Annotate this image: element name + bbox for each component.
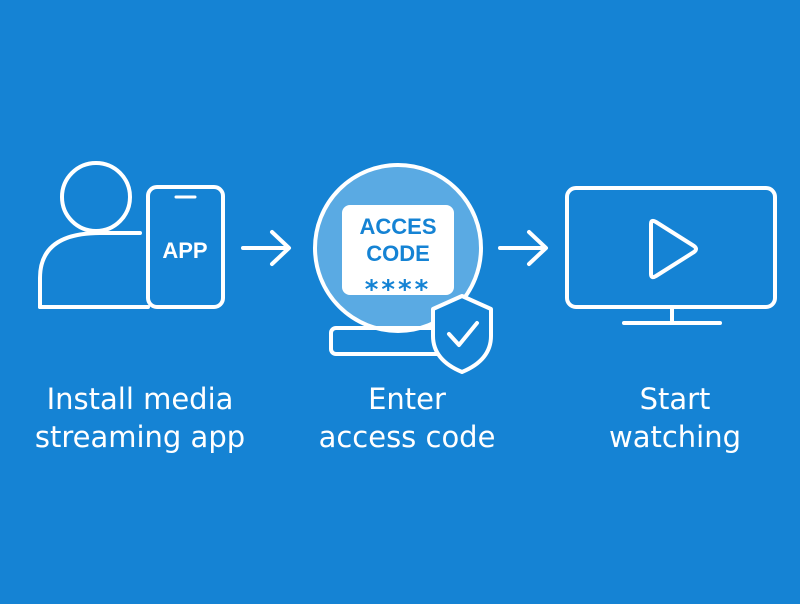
step-install-line1: Install media [46,382,234,416]
monitor-play-icon [565,186,777,325]
card-masked-code: **** [365,275,431,305]
step-enter-code-line1: Enter [368,382,446,416]
step-enter-code-label: Enter access code [277,380,537,456]
step-start-watching-line2: watching [608,420,742,454]
play-icon [649,218,698,280]
card-title-line2: CODE [366,241,430,266]
user-body-icon [38,231,142,309]
access-code-badge-icon [313,163,483,356]
monitor-screen [565,186,777,309]
step-install-label: Install media streaming app [10,380,270,456]
access-code-card [342,205,454,295]
phone-app-text: APP [162,238,207,263]
step-install-line2: streaming app [34,420,246,454]
user-head-icon [60,161,132,233]
phone-icon [146,185,225,309]
step-start-watching-label: Start watching [545,380,800,456]
step-start-watching-line1: Start [639,382,711,416]
arrow-right-icon [241,230,291,266]
arrow-right-icon [498,230,548,266]
shield-check-icon [431,294,493,374]
user-with-phone-icon [38,161,225,309]
step-enter-code-line2: access code [318,420,496,454]
card-title-line1: ACCES [359,214,436,239]
